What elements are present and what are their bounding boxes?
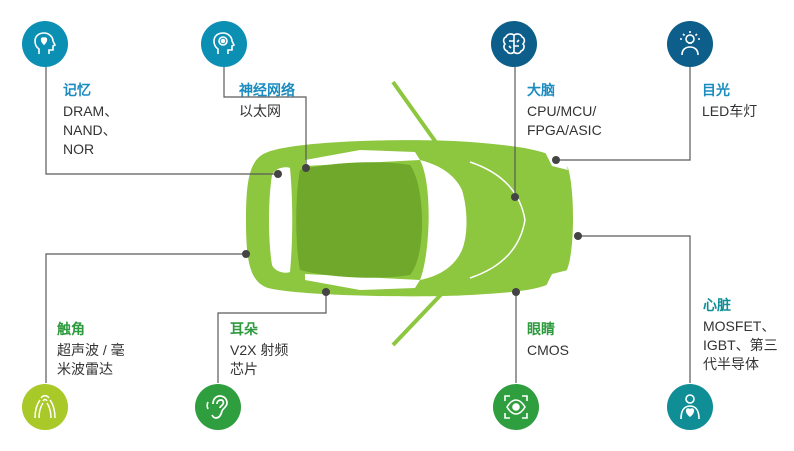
- line-touch: [45, 253, 246, 383]
- title-eyes: 目光: [702, 82, 730, 98]
- title-memory: 记忆: [63, 82, 91, 98]
- line-ears: [217, 292, 327, 383]
- hands-icon: [22, 384, 68, 430]
- title-ears: 耳朵: [230, 321, 258, 337]
- text-memory-1: DRAM、: [63, 103, 119, 119]
- label-brain: 大脑 CPU/MCU/ FPGA/ASIC: [527, 81, 602, 140]
- line-heart: [578, 235, 691, 383]
- title-neural: 神经网络: [239, 82, 295, 98]
- title-vision: 眼睛: [527, 321, 555, 337]
- line-memory: [45, 67, 278, 175]
- text-touch-2: 米波雷达: [57, 361, 113, 377]
- text-heart-2: IGBT、第三: [703, 337, 778, 353]
- heart-head-icon: [22, 21, 68, 67]
- dot-neural: [302, 164, 310, 172]
- title-heart: 心脏: [703, 297, 731, 313]
- brain-icon: [491, 21, 537, 67]
- text-eyes-1: LED车灯: [702, 103, 758, 119]
- line-neural: [223, 67, 307, 168]
- label-heart: 心脏 MOSFET、 IGBT、第三 代半导体: [703, 296, 778, 374]
- text-ears-1: V2X 射频: [230, 342, 289, 358]
- text-heart-1: MOSFET、: [703, 318, 776, 334]
- dot-brain: [511, 193, 519, 201]
- dot-vision: [512, 288, 520, 296]
- text-brain-2: FPGA/ASIC: [527, 122, 602, 138]
- text-ears-2: 芯片: [230, 361, 258, 377]
- line-eyes: [556, 67, 691, 161]
- title-touch: 触角: [57, 321, 85, 337]
- label-eyes: 目光 LED车灯: [702, 81, 757, 121]
- brain-target-icon: [201, 21, 247, 67]
- dot-eyes: [552, 156, 560, 164]
- text-brain-1: CPU/MCU/: [527, 103, 597, 119]
- eye-icon: [493, 384, 539, 430]
- text-touch-1: 超声波 / 毫: [57, 342, 125, 358]
- dot-memory: [274, 170, 282, 178]
- text-memory-3: NOR: [63, 141, 95, 157]
- lightbulb-person-icon: [667, 21, 713, 67]
- label-memory: 记忆 DRAM、 NAND、 NOR: [63, 81, 118, 159]
- heart-person-icon: [667, 384, 713, 430]
- label-touch: 触角 超声波 / 毫 米波雷达: [57, 320, 125, 379]
- connector-lines: [45, 67, 691, 383]
- text-neural-1: 以太网: [239, 103, 281, 119]
- dot-ears: [322, 288, 330, 296]
- dot-touch: [242, 250, 250, 258]
- label-vision: 眼睛 CMOS: [527, 320, 569, 360]
- text-memory-2: NAND、: [63, 122, 117, 138]
- text-vision-1: CMOS: [527, 342, 569, 358]
- title-brain: 大脑: [527, 82, 555, 98]
- car: [246, 140, 574, 297]
- label-neural: 神经网络 以太网: [239, 81, 295, 121]
- text-heart-3: 代半导体: [703, 356, 759, 372]
- dot-heart: [574, 232, 582, 240]
- ear-icon: [195, 384, 241, 430]
- label-ears: 耳朵 V2X 射频 芯片: [230, 320, 288, 379]
- connection-dots: [242, 156, 582, 296]
